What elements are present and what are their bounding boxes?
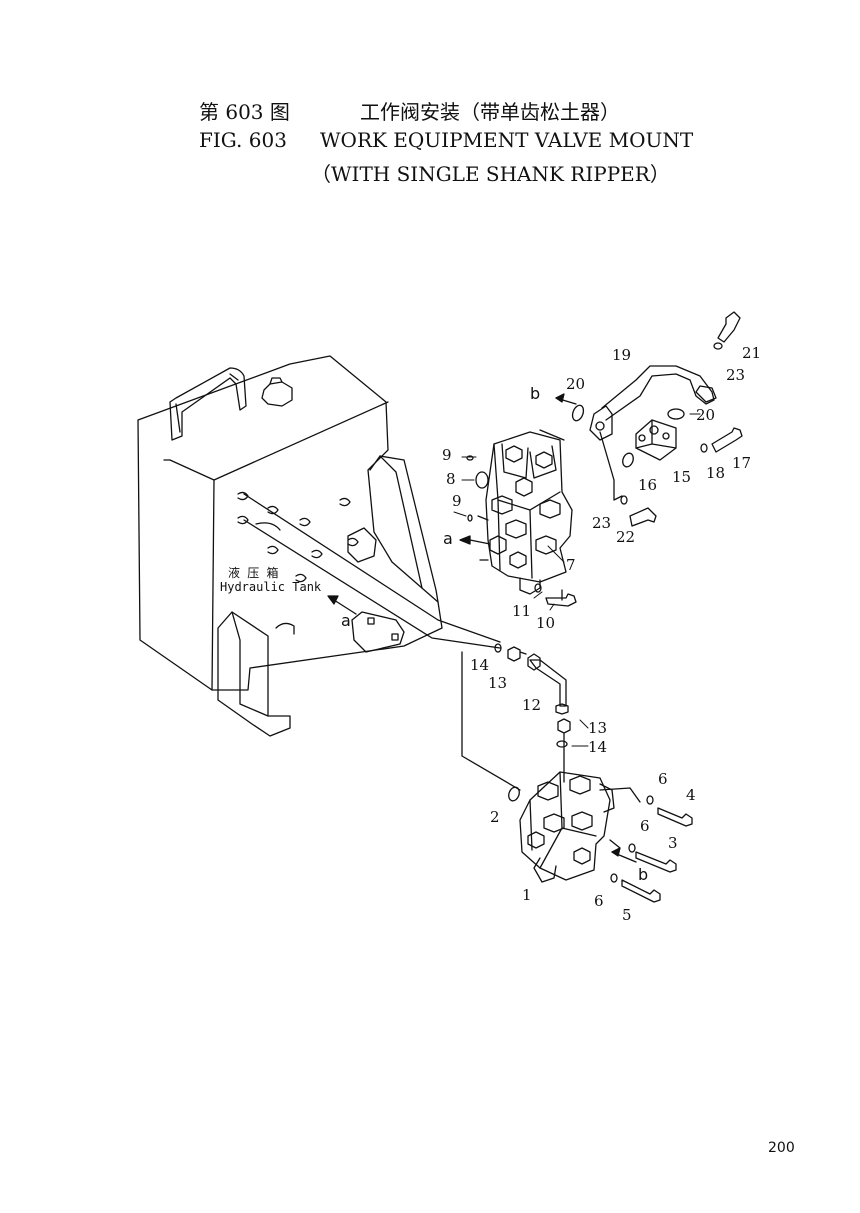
callout-20-right: 20	[696, 406, 715, 424]
tank-label-en: Hydraulic Tank	[220, 580, 322, 594]
callout-6-middle: 6	[640, 817, 650, 835]
callout-15: 15	[672, 468, 691, 486]
callout-14-left: 14	[470, 656, 489, 674]
callout-labels: 19 21 23 20 20 17 18 15 16 9 8 9 23 22 7…	[220, 344, 761, 924]
callout-12: 12	[522, 696, 541, 714]
callout-4: 4	[686, 786, 696, 804]
bolts	[327, 311, 743, 903]
connector-a-upper: a	[443, 529, 453, 548]
connector-a-lower: a	[341, 611, 351, 630]
callout-10: 10	[536, 614, 555, 632]
callout-13-left: 13	[488, 674, 507, 692]
callout-7: 7	[566, 556, 576, 574]
callout-3: 3	[668, 834, 678, 852]
callout-13-right: 13	[588, 719, 607, 737]
callout-2: 2	[490, 808, 500, 826]
figure-title-cn: 工作阀安装（带单齿松土器）	[360, 100, 620, 124]
pipe-lines	[243, 429, 641, 849]
callout-5: 5	[622, 906, 632, 924]
figure-title-en: WORK EQUIPMENT VALVE MOUNT	[320, 128, 694, 152]
callout-1: 1	[522, 886, 532, 904]
seals-and-washers	[466, 342, 723, 883]
work-equipment-valve-lower	[507, 646, 615, 883]
work-equipment-valve-upper	[477, 431, 573, 595]
callout-9-upper: 9	[442, 446, 452, 464]
page-number: 200	[768, 1140, 795, 1156]
callout-23-upper: 23	[726, 366, 745, 384]
tank-label-cn: 液 压 箱	[228, 565, 278, 580]
callout-6-bottom: 6	[594, 892, 604, 910]
callout-8: 8	[446, 470, 456, 488]
callout-19: 19	[612, 346, 631, 364]
pipe-and-flange	[589, 365, 717, 461]
callout-leaders	[453, 413, 701, 747]
callout-22: 22	[616, 528, 635, 546]
callout-14-right: 14	[588, 738, 607, 756]
callout-21: 21	[742, 344, 761, 362]
callout-6-top: 6	[658, 770, 668, 788]
figure-subtitle-en: （WITH SINGLE SHANK RIPPER）	[311, 162, 670, 186]
connector-b-lower: b	[638, 865, 648, 884]
hydraulic-tank	[137, 355, 443, 737]
callout-23-lower: 23	[592, 514, 611, 532]
connector-b-upper: b	[530, 384, 540, 403]
callout-16: 16	[638, 476, 657, 494]
figure-number-en: FIG. 603	[199, 128, 287, 152]
callout-18: 18	[706, 464, 725, 482]
callout-9-lower: 9	[452, 492, 462, 510]
callout-17: 17	[732, 454, 751, 472]
figure-number-cn: 第 603 图	[199, 100, 290, 124]
callout-20-upper: 20	[566, 375, 585, 393]
callout-11: 11	[512, 602, 531, 620]
